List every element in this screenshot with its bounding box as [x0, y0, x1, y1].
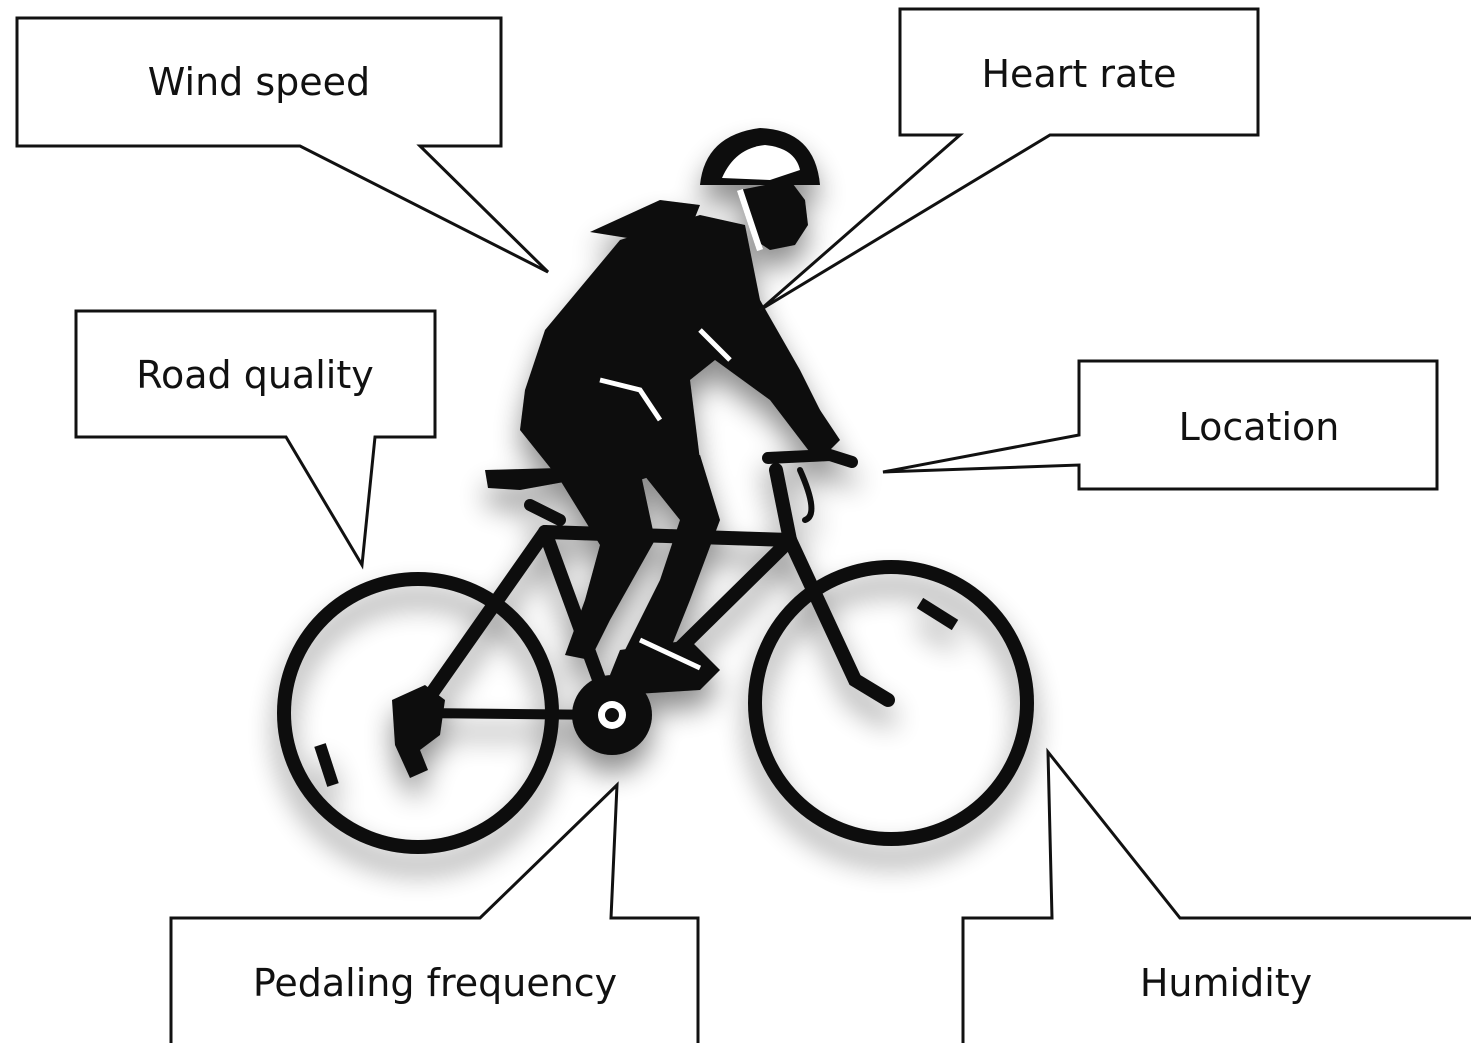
derailleur: [392, 685, 445, 778]
rider-silhouette: [520, 180, 840, 695]
chainring: [572, 675, 652, 755]
callout-humidity-label: Humidity: [1140, 961, 1312, 1005]
callout-road-quality-box: [74, 309, 437, 570]
callout-location-box: [882, 359, 1439, 491]
callout-location-label: Location: [1179, 405, 1340, 449]
rider-highlights: [599, 328, 732, 671]
callout-wind-speed-box: [15, 16, 550, 274]
callout-road-quality: Road quality: [74, 309, 437, 570]
callout-pedaling-frequency: Pedaling frequency: [169, 781, 700, 1043]
saddle: [485, 468, 575, 490]
helmet-icon: [700, 128, 820, 251]
callout-road-quality-label: Road quality: [136, 353, 373, 397]
callout-location: Location: [882, 359, 1439, 491]
callout-wind-speed-label: Wind speed: [148, 60, 370, 104]
callout-heart-rate: Heart rate: [759, 7, 1260, 312]
callout-pedaling-frequency-label: Pedaling frequency: [253, 961, 617, 1005]
callout-heart-rate-box: [759, 7, 1260, 312]
bike-frame: [411, 448, 895, 722]
cyclist-illustration: [277, 128, 1034, 854]
callout-humidity-box: [961, 747, 1471, 1043]
callout-humidity: Humidity: [961, 747, 1471, 1043]
callout-pedaling-frequency-box: [169, 781, 700, 1043]
callout-heart-rate-label: Heart rate: [981, 52, 1176, 96]
front-wheel: [748, 560, 1034, 846]
callout-wind-speed: Wind speed: [15, 16, 550, 274]
